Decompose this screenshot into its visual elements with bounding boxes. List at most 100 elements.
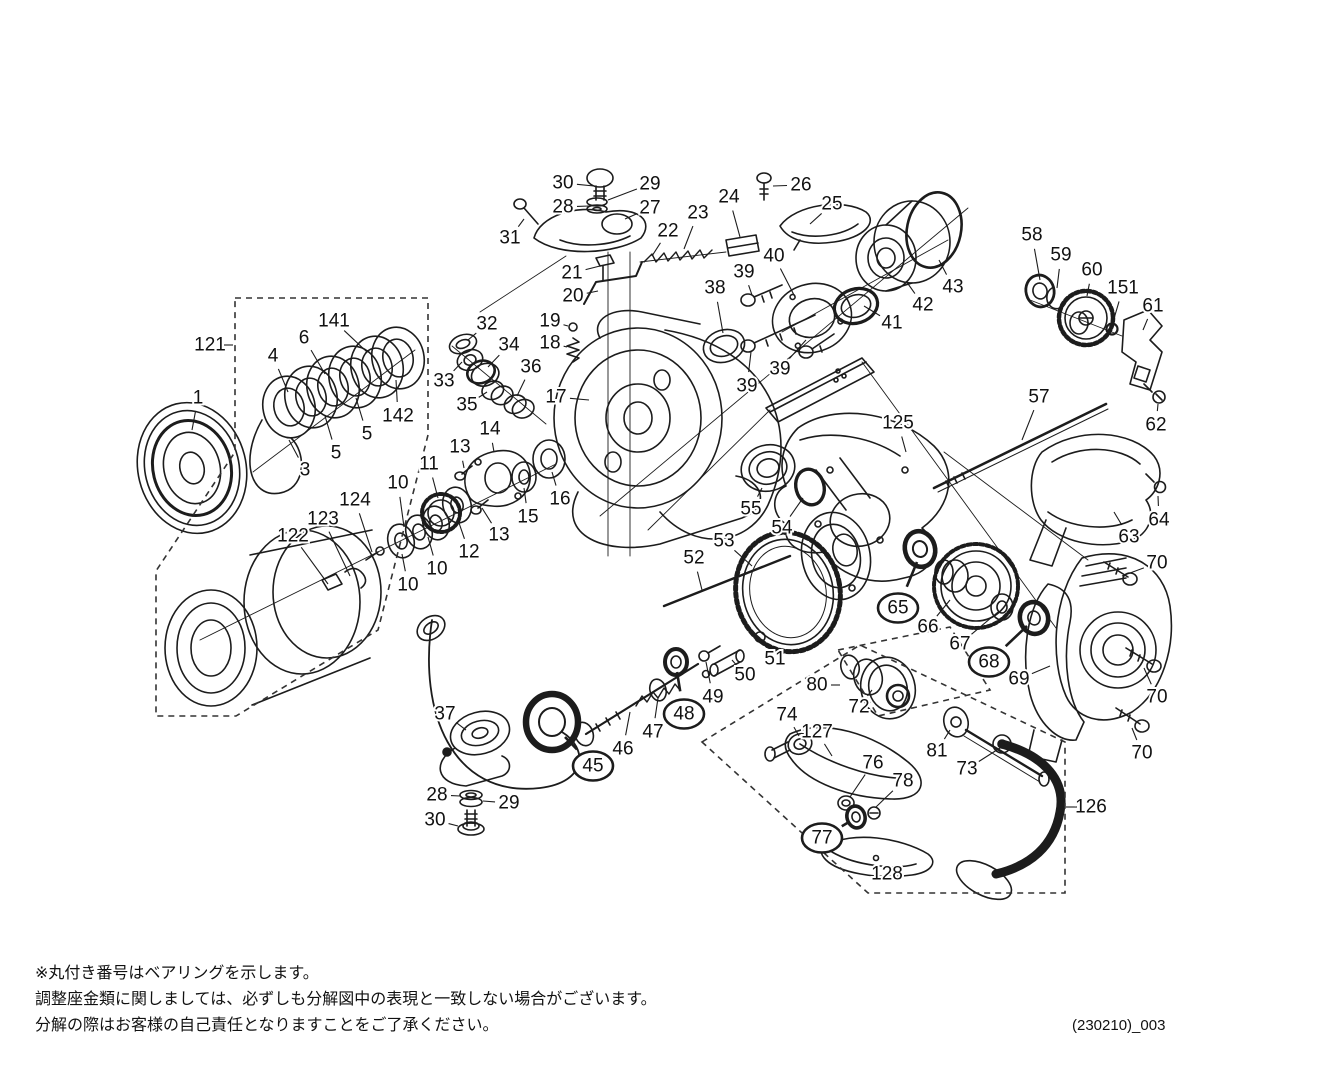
diagram-art [136,168,1173,901]
leader-line [625,711,631,736]
brake-drum-art [740,191,963,359]
part-label: 20 [562,286,583,307]
part-label-bearing: 68 [978,652,999,673]
leader-line [1113,511,1123,526]
part-label: 70 [1131,743,1152,764]
document-id: (230210)_003 [1072,1017,1166,1034]
leader-line [809,213,823,225]
leader-line [462,460,465,469]
leader-line [696,571,703,591]
leader-line [569,397,590,401]
leader-line [849,774,866,798]
part-label: 39 [736,376,757,397]
leader-line [1142,318,1149,331]
arm-screw-set-art [457,789,485,836]
leader-line [487,354,500,368]
part-label: 32 [476,314,497,335]
leader-line [1112,301,1120,323]
main-body-art [773,412,950,582]
leader-line [841,820,850,828]
leader-line [453,361,463,372]
part-label-bearing: 45 [582,756,603,777]
part-label: 12 [458,542,479,563]
leader-line [516,379,526,397]
part-label: 151 [1107,278,1139,299]
part-label: 51 [764,649,785,670]
leader-line [654,697,659,719]
part-label: 54 [771,518,793,539]
rotor-nut-art [702,328,746,364]
part-label: 39 [769,359,790,380]
part-label: 24 [718,187,740,208]
part-label: 59 [1050,245,1071,266]
footer-note-washers: 調整座金類に関しましては、必ずしも分解図中の表現と一致しない場合がございます。 [35,991,657,1008]
part-label: 31 [499,228,520,249]
leader-line [328,531,351,577]
part-label: 53 [713,531,734,552]
part-label: 34 [498,335,520,356]
side-cover-art [1055,553,1173,733]
part-label: 81 [926,741,947,762]
part-label: 128 [871,864,903,885]
leader-line [355,397,364,421]
leader-line [455,722,467,731]
part-label: 123 [307,509,339,530]
leader-line [448,823,459,827]
leader-line [624,213,638,220]
group-outline-121 [155,297,429,717]
leader-line [324,415,333,440]
part-label: 19 [539,311,560,332]
part-label: 28 [426,785,447,806]
body-guard-art [1029,433,1167,567]
leader-line [943,729,951,740]
leader-line [867,689,873,697]
part-label: 42 [912,295,933,316]
part-label: 5 [331,443,342,464]
part-label: 35 [456,395,477,416]
part-label: 6 [299,328,310,349]
leader-line [970,611,999,636]
leader-line [1031,665,1051,675]
leader-line [277,368,289,393]
leader-line [481,507,493,524]
leader-line [716,301,724,334]
part-label: 49 [702,687,723,708]
part-label: 43 [942,277,963,298]
part-label: 10 [387,473,408,494]
leader-line [343,330,368,353]
part-label: 28 [552,197,573,218]
group-outline-126 [700,644,1066,894]
leader-line [748,285,753,296]
leader-line [401,553,406,572]
leader-line [761,640,768,648]
drag-spring-wire-art [249,419,303,495]
footer-note-bearings: ※丸付き番号はベアリングを示します。 [35,965,319,982]
bearing-circle [662,698,706,730]
part-label: 41 [881,313,902,334]
part-label: 33 [433,371,454,392]
part-label: 70 [1146,553,1167,574]
part-label: 58 [1021,225,1042,246]
shaft-52-art [662,554,792,608]
part-label: 4 [268,346,279,367]
bearing-plate-art [454,439,566,515]
part-label: 122 [277,526,309,547]
part-label: 121 [194,335,226,356]
part-label: 141 [318,311,350,332]
part-label: 29 [498,793,519,814]
part-label: 40 [763,246,784,267]
leader-line [1086,283,1090,297]
leader-line [901,436,907,453]
part-label: 125 [882,413,914,434]
drive-ring-art [733,529,843,655]
part-label: 30 [552,173,573,194]
leader-line [789,497,804,517]
rotor-art [553,309,782,549]
part-label: 67 [949,634,970,655]
handle-drum-art [839,654,1050,787]
leader-line [1131,727,1138,741]
leader-line [1143,667,1152,685]
part-label: 127 [801,722,833,743]
leader-line [586,290,599,294]
o-ring-54-art [793,467,827,507]
